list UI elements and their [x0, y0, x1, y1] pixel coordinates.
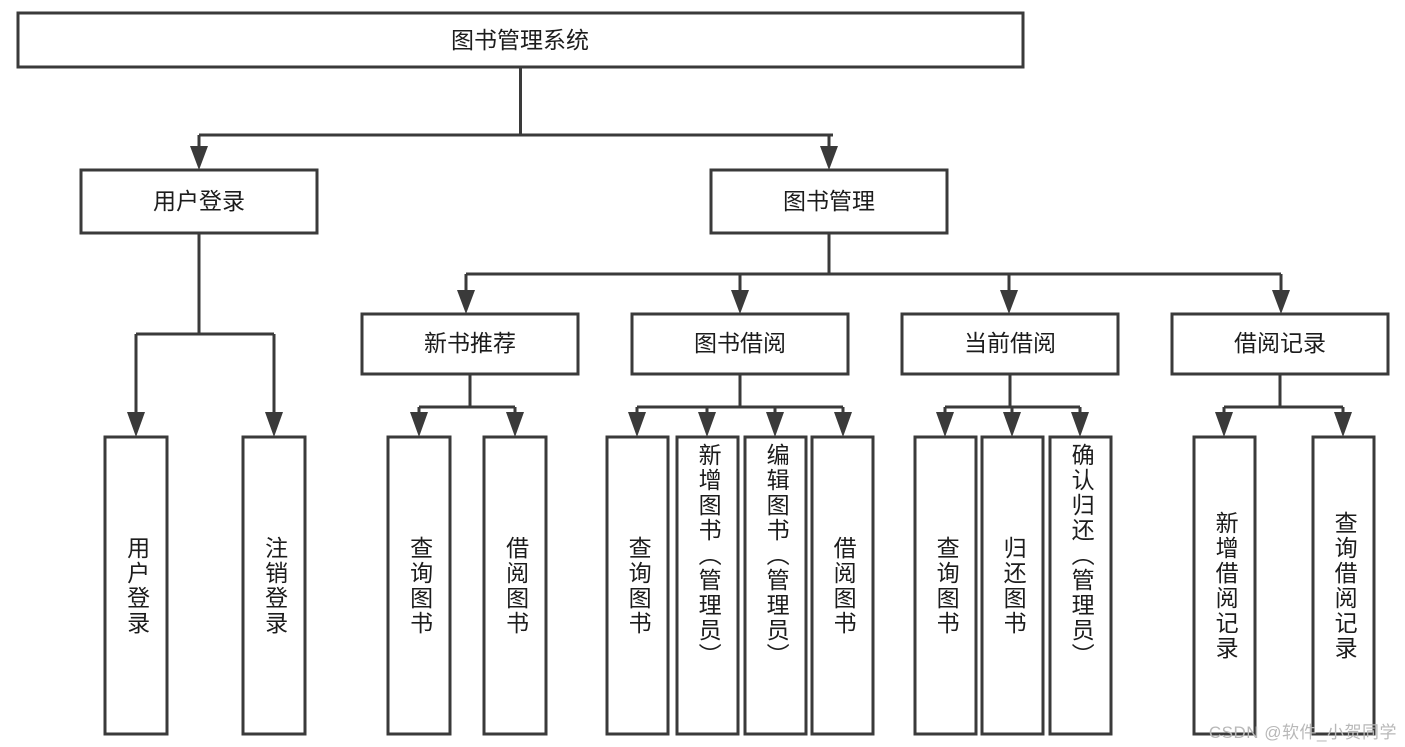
arrow-head-book-manage: [820, 146, 838, 170]
node-borrow-record-label: 借阅记录: [1234, 330, 1326, 356]
arrow-head-leaf-add-book: [698, 412, 716, 437]
connector-group-current-borrow: [936, 374, 1089, 437]
node-leaf-query-book-3-box[interactable]: [913, 435, 978, 736]
node-leaf-return-book-box[interactable]: [980, 435, 1045, 736]
arrow-head-leaf-user-login: [127, 412, 145, 437]
arrow-head-leaf-query-book-2: [628, 412, 646, 437]
arrow-head-leaf-confirm-return: [1071, 412, 1089, 437]
arrow-head-leaf-edit-book: [766, 412, 784, 437]
node-new-book-rec[interactable]: 新书推荐: [360, 312, 580, 376]
node-book-borrow[interactable]: 图书借阅: [630, 312, 850, 376]
node-book-borrow-label: 图书借阅: [694, 330, 786, 356]
node-book-manage-box[interactable]: [709, 168, 949, 235]
arrow-head-leaf-query-record: [1334, 412, 1352, 437]
arrow-head-leaf-add-record: [1215, 412, 1233, 437]
node-leaf-add-book-box[interactable]: [675, 435, 740, 736]
node-leaf-query-book-1-box[interactable]: [386, 435, 452, 736]
node-book-manage[interactable]: 图书管理: [709, 168, 949, 235]
arrow-head-leaf-query-book-1: [410, 412, 428, 437]
node-leaf-logout-box[interactable]: [241, 435, 307, 736]
connector-group-book-borrow: [628, 374, 852, 437]
node-leaf-query-book-2-box[interactable]: [605, 435, 670, 736]
arrow-head-current-borrow: [1000, 290, 1018, 314]
node-user-login-box[interactable]: [79, 168, 319, 235]
node-borrow-record[interactable]: 借阅记录: [1170, 312, 1390, 376]
csdn-watermark: CSDN @软件_小贺同学: [1208, 723, 1397, 742]
arrow-head-leaf-return-book: [1003, 412, 1021, 437]
node-new-book-rec-label: 新书推荐: [424, 330, 516, 356]
node-root[interactable]: 图书管理系统: [16, 11, 1025, 69]
connector-group-borrow-record: [1215, 374, 1352, 437]
arrow-head-leaf-borrow-book-1: [506, 412, 524, 437]
connector-group-book-manage: [457, 233, 1290, 314]
node-leaf-confirm-return-box[interactable]: [1048, 435, 1113, 736]
node-leaf-user-login-box[interactable]: [103, 435, 169, 736]
node-leaf-add-record-box[interactable]: [1192, 435, 1257, 736]
node-root-box[interactable]: [16, 11, 1025, 69]
node-borrow-record-box[interactable]: [1170, 312, 1390, 376]
node-user-login[interactable]: 用户登录: [79, 168, 319, 235]
arrow-head-borrow-record: [1272, 290, 1290, 314]
node-book-borrow-box[interactable]: [630, 312, 850, 376]
node-leaf-borrow-book-1-box[interactable]: [482, 435, 548, 736]
connector-group-root: [190, 67, 838, 170]
node-new-book-rec-box[interactable]: [360, 312, 580, 376]
node-current-borrow-box[interactable]: [900, 312, 1120, 376]
arrow-head-user-login: [190, 146, 208, 170]
arrow-head-leaf-borrow-book-2: [834, 412, 852, 437]
connector-group-user-login: [127, 233, 283, 437]
arrow-head-book-borrow: [731, 290, 749, 314]
node-leaf-query-record-box[interactable]: [1311, 435, 1376, 736]
arrow-head-leaf-logout: [265, 412, 283, 437]
node-current-borrow-label: 当前借阅: [964, 330, 1056, 356]
node-book-manage-label: 图书管理: [783, 188, 875, 214]
node-current-borrow[interactable]: 当前借阅: [900, 312, 1120, 376]
arrow-head-leaf-query-book-3: [936, 412, 954, 437]
node-user-login-label: 用户登录: [153, 188, 245, 214]
node-leaf-edit-book-box[interactable]: [743, 435, 808, 736]
arrow-head-new-book-rec: [457, 290, 475, 314]
connector-group-new-book-rec: [410, 374, 524, 437]
node-leaf-borrow-book-2-box[interactable]: [810, 435, 875, 736]
node-root-label: 图书管理系统: [451, 27, 589, 53]
